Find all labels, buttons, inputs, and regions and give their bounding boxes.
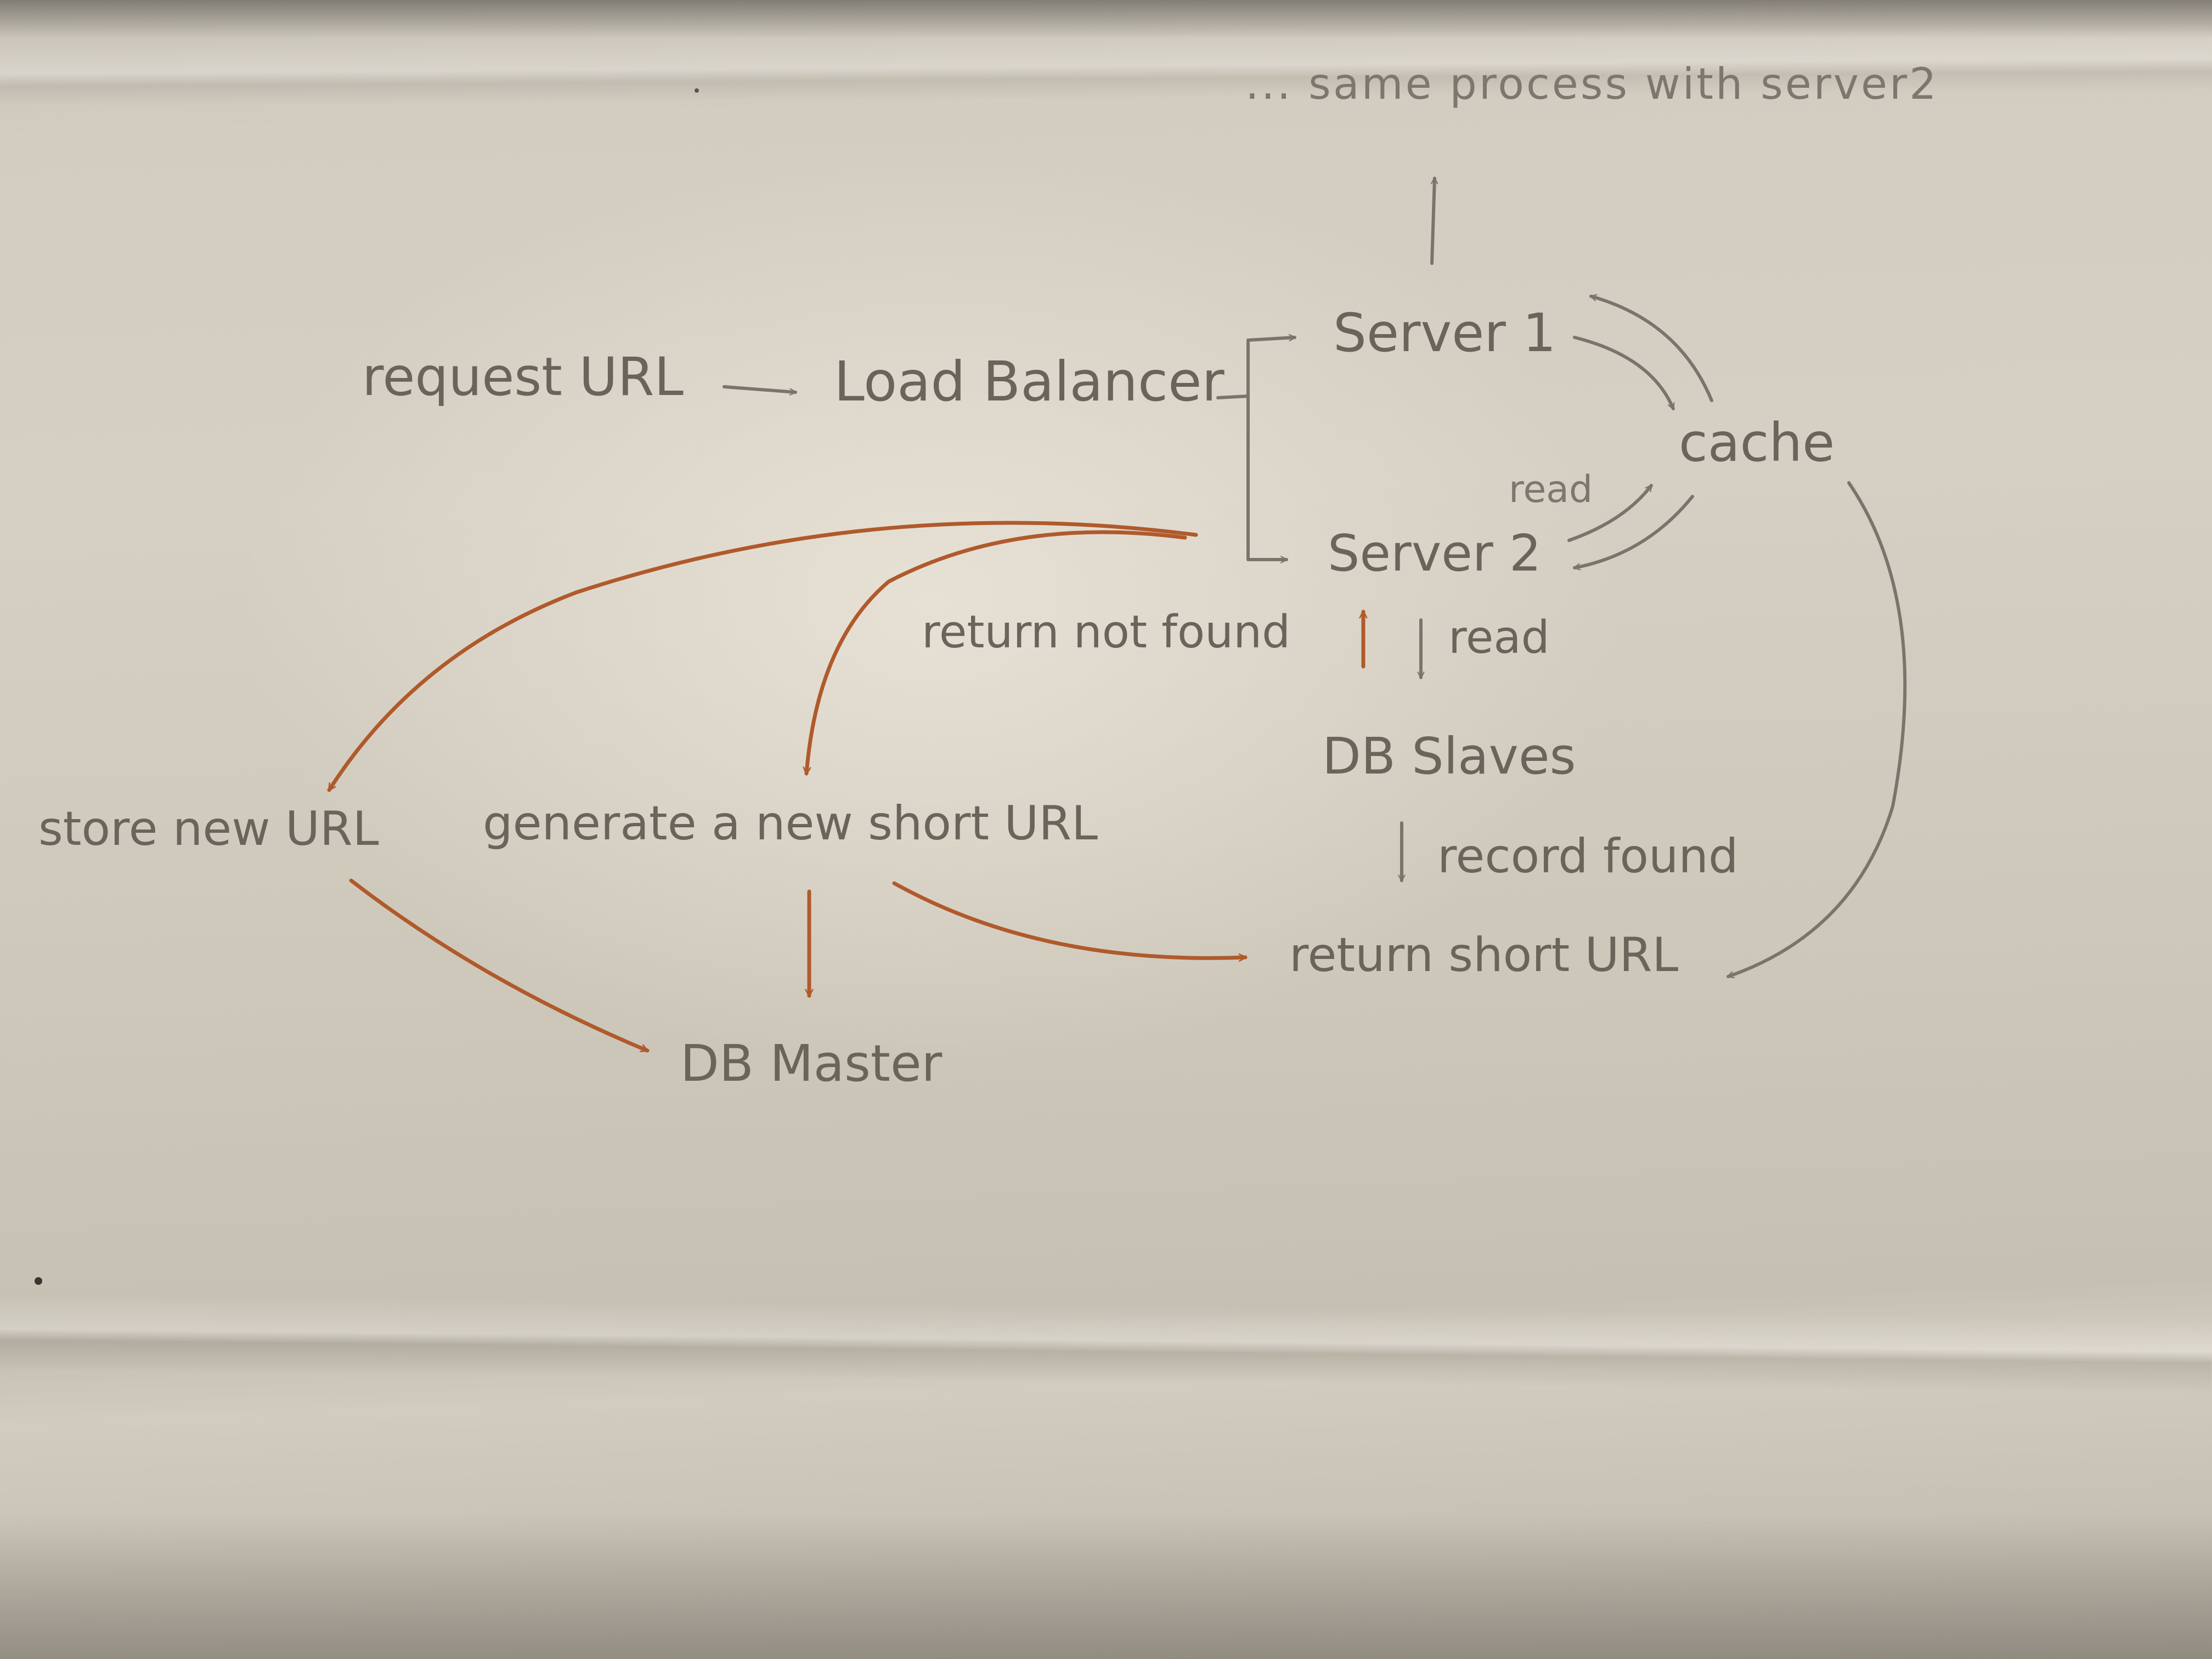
arrow-cache-to-server2 xyxy=(1573,495,1694,571)
node-server1: Server 1 xyxy=(1333,302,1556,364)
node-store-new-url: store new URL xyxy=(38,802,379,856)
arrow-request-to-lb xyxy=(723,385,797,396)
arrow-server2-to-cache xyxy=(1567,484,1653,542)
arrow-server1-to-note xyxy=(1430,177,1438,265)
arrow-cache-to-return xyxy=(1726,481,1907,979)
node-db-slaves: DB Slaves xyxy=(1322,727,1576,786)
bottom-shadow xyxy=(0,1514,2212,1659)
node-generate-short-url: generate a new short URL xyxy=(483,796,1098,851)
arrow-server2-to-store xyxy=(327,521,1198,792)
label-read-cache: read xyxy=(1509,468,1593,511)
paper-speck xyxy=(695,88,699,93)
node-load-balancer: Load Balancer xyxy=(834,349,1225,414)
label-read-db: read xyxy=(1448,612,1550,664)
node-cache: cache xyxy=(1679,412,1835,473)
arrow-lb-to-server1 xyxy=(1246,334,1296,342)
arrow-cache-to-server1 xyxy=(1589,294,1713,402)
note-same-process: ... same process with server2 xyxy=(1245,60,1939,109)
arrow-server2-to-generate xyxy=(803,530,1187,776)
node-return-short-url: return short URL xyxy=(1289,928,1678,983)
lb-bracket xyxy=(1216,338,1250,561)
paper-speck xyxy=(35,1277,42,1285)
node-db-master: DB Master xyxy=(680,1034,943,1093)
label-record-found: record found xyxy=(1437,829,1739,884)
arrow-store-to-master xyxy=(349,878,650,1053)
top-shadow xyxy=(0,0,2212,38)
node-server2: Server 2 xyxy=(1328,524,1541,583)
label-return-not-found: return not found xyxy=(922,606,1290,658)
arrow-server1-to-cache xyxy=(1573,336,1675,410)
arrow-generate-to-return xyxy=(892,881,1248,962)
node-request-url: request URL xyxy=(362,346,684,408)
